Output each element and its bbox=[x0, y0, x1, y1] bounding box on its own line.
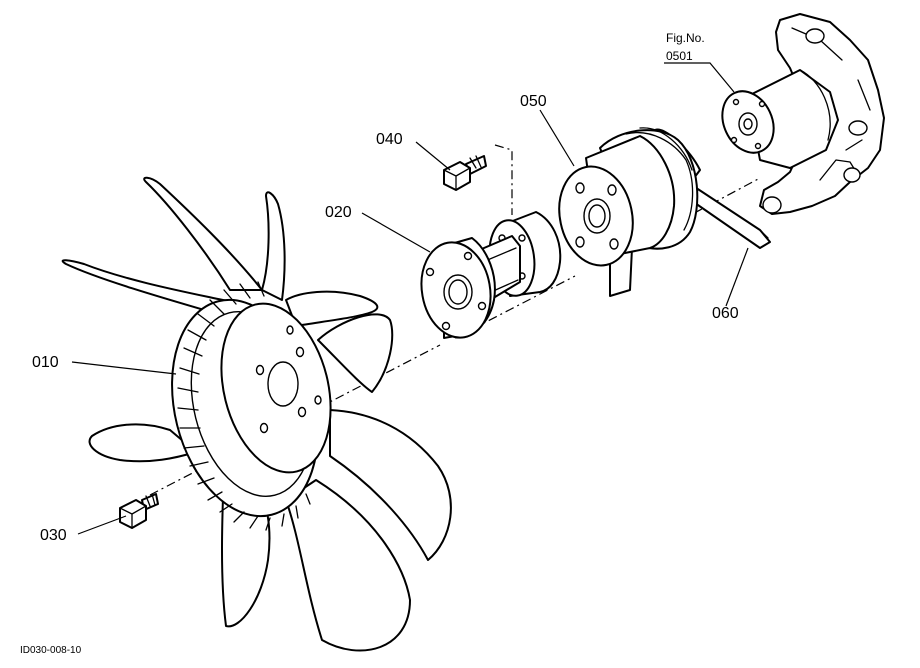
water-pump-housing bbox=[721, 13, 885, 215]
callout-060: 060 bbox=[712, 305, 739, 322]
callout-030: 030 bbox=[40, 527, 67, 544]
drawing-code: ID030-008-10 bbox=[20, 645, 82, 656]
callout-020: 020 bbox=[325, 204, 352, 221]
leader-040 bbox=[415, 141, 451, 171]
leader-030 bbox=[77, 515, 127, 535]
bolt-040-axis-line bbox=[494, 144, 513, 215]
fan-pulley-part-050 bbox=[558, 127, 699, 267]
leader-060 bbox=[725, 247, 749, 307]
leader-050 bbox=[539, 109, 575, 167]
spacer-part-020 bbox=[420, 235, 521, 339]
leader-010 bbox=[71, 361, 177, 375]
callout-040: 040 bbox=[376, 131, 403, 148]
cooling-fan-part-010 bbox=[61, 176, 452, 652]
bolt-part-040 bbox=[443, 155, 487, 191]
callout-050: 050 bbox=[520, 93, 547, 110]
callout-010: 010 bbox=[32, 354, 59, 371]
leader-020 bbox=[361, 212, 431, 253]
bolt-part-030 bbox=[119, 493, 159, 529]
fig-no-value: 0501 bbox=[666, 49, 693, 63]
leader-fig-ref bbox=[664, 62, 735, 93]
fig-no-label: Fig.No. bbox=[666, 31, 705, 45]
fan-shroud-vanes bbox=[177, 281, 311, 531]
